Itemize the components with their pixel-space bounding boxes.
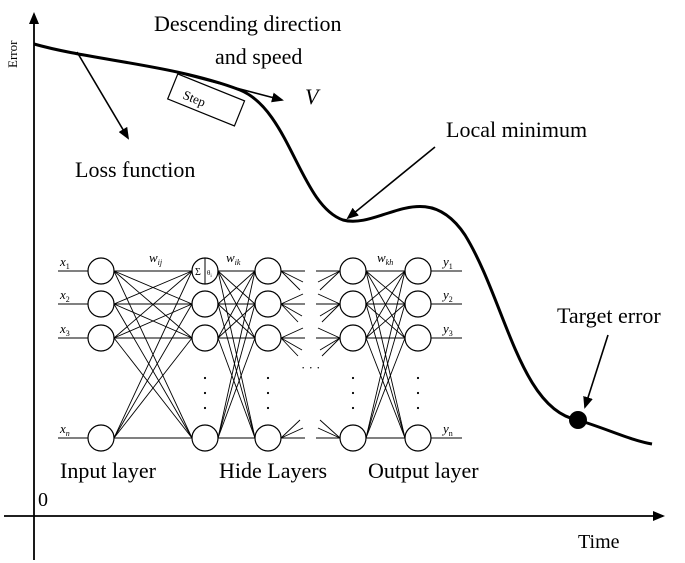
weight-label-kh: wkh — [377, 250, 393, 267]
velocity-symbol: V — [305, 84, 321, 109]
output-node — [404, 324, 432, 352]
weight-label-ij: wij — [149, 250, 163, 267]
hidden-node — [191, 324, 219, 352]
input-node — [87, 324, 115, 352]
local-minimum-arrow — [346, 146, 436, 220]
hidden-layer-2-nodes — [254, 257, 282, 452]
hidden-layer-1-nodes — [191, 257, 219, 452]
hidden-node — [191, 424, 219, 452]
target-error-label: Target error — [557, 303, 661, 328]
hide-layers-label: Hide Layers — [219, 458, 327, 483]
input-label-x1: x1 — [59, 254, 70, 271]
x-axis-label: Time — [578, 531, 620, 553]
input-layer-label: Input layer — [60, 458, 157, 483]
local-minimum-label: Local minimum — [446, 117, 587, 142]
output-label-yn: yn — [441, 421, 453, 438]
input-node — [87, 424, 115, 452]
output-node — [404, 424, 432, 452]
vertical-ellipsis-dots — [203, 376, 420, 410]
output-label-y1: y1 — [441, 254, 453, 271]
hidden-node — [254, 324, 282, 352]
origin-label: 0 — [38, 489, 48, 511]
output-node — [404, 257, 432, 285]
step-box: Step — [166, 73, 246, 127]
target-error-arrow — [583, 334, 609, 409]
output-node — [404, 290, 432, 318]
sum-symbol: Σ — [195, 267, 201, 278]
loss-function-label: Loss function — [75, 157, 195, 182]
descending-direction-line1: Descending direction — [154, 11, 342, 36]
hidden-layers-ellipsis: · · · — [301, 360, 321, 375]
network-connections — [58, 270, 462, 439]
hidden-node — [339, 324, 367, 352]
input-label-x2: x2 — [59, 287, 70, 304]
output-label-y2: y2 — [441, 287, 453, 304]
input-label-xn: xn — [59, 421, 70, 438]
output-layer-label: Output layer — [368, 458, 479, 483]
y-axis-label: Error — [5, 40, 20, 68]
hidden-node — [339, 257, 367, 285]
output-nodes — [404, 257, 432, 452]
hidden-node — [191, 290, 219, 318]
output-label-y3: y3 — [441, 321, 453, 338]
descending-direction-line2: and speed — [215, 44, 302, 69]
hidden-node — [254, 424, 282, 452]
hidden-node — [339, 290, 367, 318]
hidden-node — [254, 290, 282, 318]
hidden-node — [254, 257, 282, 285]
hidden-layer-3-nodes — [339, 257, 367, 452]
target-error-point — [569, 411, 587, 429]
input-node — [87, 290, 115, 318]
loss-function-arrow — [76, 51, 130, 140]
velocity-arrow — [174, 71, 284, 103]
weight-label-ik: wik — [226, 250, 241, 267]
theta-symbol: θi — [207, 269, 212, 279]
hidden-node — [339, 424, 367, 452]
input-label-x3: x3 — [59, 321, 70, 338]
input-nodes — [87, 257, 115, 452]
error-curve — [33, 42, 653, 446]
input-node — [87, 257, 115, 285]
